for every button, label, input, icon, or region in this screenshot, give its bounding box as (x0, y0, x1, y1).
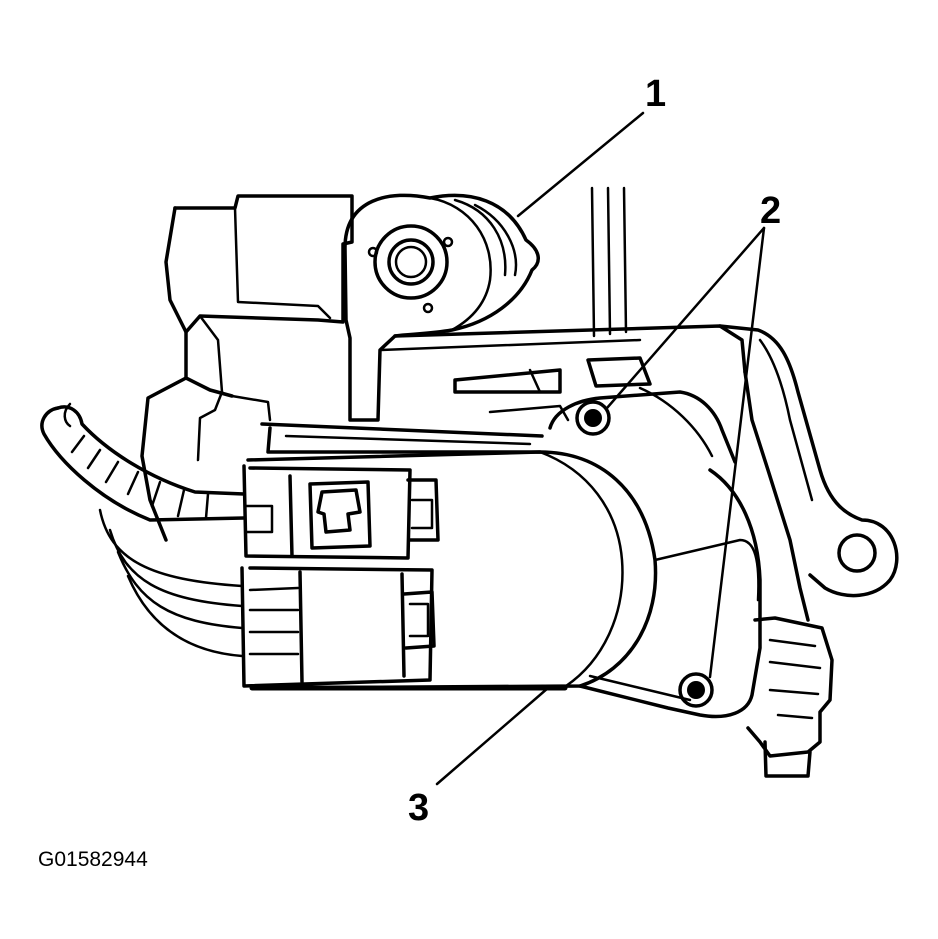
mounting-bracket (453, 324, 899, 622)
callout-2: 2 (760, 190, 781, 232)
figure-id: G01582944 (38, 848, 148, 871)
starter-motor (246, 422, 834, 778)
callout-1: 1 (645, 73, 666, 115)
leader-line-1 (516, 111, 645, 218)
wiring-connectors (240, 464, 440, 688)
lower-bolt (678, 672, 714, 708)
leader-line-2a (605, 226, 766, 410)
engine-block-outline (140, 194, 354, 542)
mounting-bolts (575, 400, 714, 708)
upper-bolt (575, 400, 611, 436)
wire-harness (40, 402, 246, 658)
leader-line-2b (708, 226, 766, 679)
pulley-bracket-assembly (343, 193, 747, 422)
leader-lines (435, 111, 766, 786)
leader-line-3 (435, 686, 550, 786)
callout-3: 3 (408, 787, 429, 829)
tube-lines (590, 186, 628, 338)
